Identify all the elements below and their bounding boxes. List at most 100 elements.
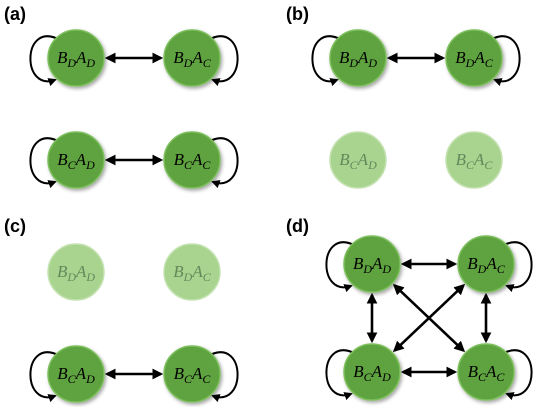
- state-node-bdac: BDAC: [163, 243, 221, 301]
- state-node-label: BCAC: [174, 150, 212, 172]
- subscript: D: [367, 158, 377, 172]
- state-node-bcac: BCAC: [163, 345, 239, 403]
- state-node-circle: [47, 131, 105, 189]
- subscript: C: [496, 370, 505, 384]
- subscript: C: [478, 370, 487, 384]
- subscript: D: [85, 56, 95, 70]
- state-node-circle: [163, 131, 221, 189]
- subscript: C: [203, 270, 212, 284]
- symbol: B: [174, 364, 185, 383]
- subscript: C: [466, 158, 475, 172]
- symbol: B: [339, 150, 350, 169]
- self-loop-arrow: [325, 349, 353, 401]
- self-loop-arrow: [211, 137, 239, 189]
- symbol: A: [75, 48, 87, 67]
- state-node-label: BCAD: [353, 362, 391, 384]
- symbol: A: [75, 262, 87, 281]
- state-node-label: BCAC: [174, 364, 212, 386]
- state-node-label: BCAD: [57, 364, 95, 386]
- symbol: B: [57, 150, 68, 169]
- state-node-circle: [329, 131, 387, 189]
- transition-arrow: [392, 283, 466, 353]
- subscript: D: [477, 262, 487, 276]
- symbol: B: [173, 262, 184, 281]
- state-node-bcac: BCAC: [445, 131, 503, 189]
- symbol: A: [485, 362, 497, 381]
- state-node-circle: [343, 235, 401, 293]
- self-loop-arrow: [493, 35, 521, 87]
- subscript: C: [184, 158, 193, 172]
- state-node-label: BCAC: [468, 362, 506, 384]
- subscript: C: [203, 56, 212, 70]
- state-node-label: BCAC: [456, 150, 494, 172]
- subscript: C: [497, 262, 506, 276]
- self-loop-arrow: [325, 241, 353, 293]
- subscript: C: [68, 158, 77, 172]
- panel-label: (b): [286, 4, 309, 24]
- state-node-circle: [457, 235, 515, 293]
- self-loop-arrow: [311, 35, 339, 87]
- subscript: D: [85, 158, 95, 172]
- symbol: A: [191, 150, 203, 169]
- symbol: B: [456, 150, 467, 169]
- state-node-circle: [47, 243, 105, 301]
- state-node-label: BCAD: [339, 150, 377, 172]
- symbol: A: [473, 48, 485, 67]
- subscript: C: [202, 372, 211, 386]
- state-node-bcad: BCAD: [325, 343, 401, 401]
- state-node-bcac: BCAC: [163, 131, 239, 189]
- panel-label: (d): [286, 216, 309, 236]
- self-loop-arrow: [211, 351, 239, 403]
- subscript: D: [381, 370, 391, 384]
- symbol: A: [371, 362, 383, 381]
- symbol: A: [357, 48, 369, 67]
- self-loop-arrow: [29, 351, 57, 403]
- state-node-circle: [163, 345, 221, 403]
- subscript: C: [202, 158, 211, 172]
- symbol: A: [191, 48, 203, 67]
- subscript: D: [348, 56, 358, 70]
- state-node-bcac: BCAC: [457, 343, 533, 401]
- state-node-circle: [445, 131, 503, 189]
- subscript: D: [85, 372, 95, 386]
- state-node-bdad: BDAD: [325, 235, 401, 293]
- subscript: C: [68, 372, 77, 386]
- subscript: D: [381, 262, 391, 276]
- subscript: D: [85, 270, 95, 284]
- state-node-label: BDAD: [353, 254, 391, 276]
- symbol: B: [57, 262, 68, 281]
- state-node-circle: [343, 343, 401, 401]
- symbol: A: [75, 150, 87, 169]
- state-node-label: BDAC: [455, 48, 493, 70]
- symbol: A: [75, 364, 87, 383]
- state-node-label: BDAC: [173, 48, 211, 70]
- subscript: D: [183, 56, 193, 70]
- symbol: B: [455, 48, 466, 67]
- state-node-bdac: BDAC: [457, 235, 533, 293]
- symbol: A: [191, 364, 203, 383]
- symbol: B: [353, 254, 364, 273]
- symbol: A: [473, 150, 485, 169]
- state-node-circle: [163, 29, 221, 87]
- symbol: B: [57, 48, 68, 67]
- state-node-bdac: BDAC: [445, 29, 521, 87]
- symbol: A: [371, 254, 383, 273]
- symbol: A: [357, 150, 369, 169]
- subscript: C: [484, 158, 493, 172]
- subscript: D: [66, 270, 76, 284]
- state-node-label: BDAC: [173, 262, 211, 284]
- state-node-bdad: BDAD: [311, 29, 387, 87]
- state-node-circle: [163, 243, 221, 301]
- symbol: A: [485, 254, 497, 273]
- state-node-bdad: BDAD: [29, 29, 105, 87]
- state-node-label: BDAD: [339, 48, 377, 70]
- subscript: C: [485, 56, 494, 70]
- state-node-circle: [445, 29, 503, 87]
- subscript: D: [66, 56, 76, 70]
- self-loop-arrow: [29, 35, 57, 87]
- state-node-circle: [329, 29, 387, 87]
- symbol: B: [468, 362, 479, 381]
